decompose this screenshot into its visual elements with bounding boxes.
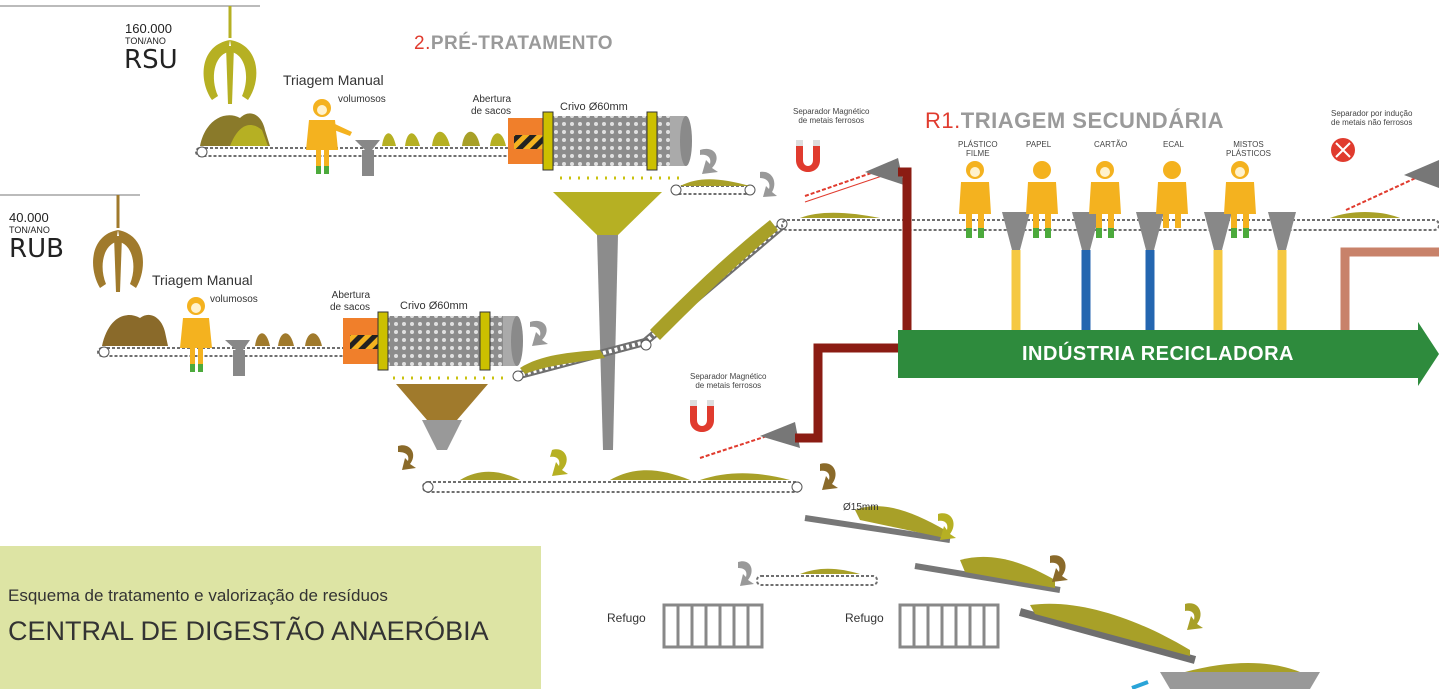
container-bottom-right — [1131, 663, 1320, 689]
info-title: CENTRAL DE DIGESTÃO ANAERÓBIA — [8, 616, 489, 646]
manual-sorting-rsu: Triagem Manual — [283, 72, 384, 88]
bag-opening-rub-l1: Abertura — [331, 290, 371, 301]
magnet-bottom-icon — [690, 400, 800, 459]
magnetic-bottom-l1: Separador Magnético — [690, 372, 767, 381]
bulky-rub: volumosos — [210, 294, 258, 305]
magnetic-bottom-l2: de metais ferrosos — [695, 381, 762, 390]
stream-4-l1: MISTOS — [1233, 140, 1264, 149]
pipe-ferrous-bottom — [795, 343, 898, 443]
funnel-rub — [396, 384, 488, 450]
rub-unit: TON/ANO — [9, 225, 50, 235]
screen-15mm-label: Ø15mm — [843, 502, 879, 513]
rsu-qty: 160.000 — [125, 21, 172, 36]
eddy-l2: de metais não ferrosos — [1331, 118, 1413, 127]
bag-opening-rub-l2: de sacos — [330, 302, 371, 313]
secondary-label: TRIAGEM SECUNDÁRIA — [960, 108, 1224, 133]
stream-0-l1: PLÁSTICO — [958, 140, 998, 149]
industry-arrow-head — [1418, 322, 1439, 386]
rsu-name: RSU — [124, 45, 178, 75]
conveyor-inclined — [512, 218, 788, 382]
pipe-nonferrous — [1340, 247, 1439, 332]
stream-1-l1: PAPEL — [1026, 140, 1052, 149]
industry-arrow: INDÚSTRIA RECICLADORA — [898, 330, 1418, 378]
secondary-number: R1. — [925, 108, 961, 133]
magnet-top-icon — [796, 140, 904, 203]
conveyor-rub — [97, 314, 361, 376]
worker-rub-icon — [180, 297, 212, 372]
rub-name: RUB — [9, 234, 64, 264]
bulky-rsu: volumosos — [338, 94, 386, 105]
drum-screen-rsu — [508, 111, 692, 180]
eddy-l1: Separador por indução — [1331, 109, 1413, 118]
info-subtitle: Esquema de tratamento e valorização de r… — [8, 586, 388, 605]
conveyor-oversize — [670, 148, 777, 197]
conveyor-rsu — [195, 113, 532, 176]
bag-opening-rsu-l1: Abertura — [472, 94, 512, 105]
reject-label-2: Refugo — [845, 611, 884, 625]
worker-rsu-icon — [306, 99, 352, 174]
sorting-funnels — [1002, 212, 1296, 250]
rsu-unit: TON/ANO — [125, 36, 166, 46]
stream-2-l1: CARTÃO — [1094, 140, 1128, 149]
info-box — [0, 546, 541, 689]
magnetic-top-l2: de metais ferrosos — [798, 116, 865, 125]
secondary-title: R1.TRIAGEM SECUNDÁRIA — [925, 108, 1224, 134]
pretreatment-title: 2.PRÉ-TRATAMENTO — [414, 33, 613, 55]
screen-rsu: Crivo Ø60mm — [560, 101, 628, 113]
sorting-pipes — [1011, 250, 1287, 332]
stream-0-l2: FILME — [966, 149, 990, 158]
eddy-separator-icon — [1331, 138, 1439, 211]
fine-screens — [804, 463, 1203, 664]
pipe-ferrous-top — [898, 167, 912, 332]
refuse-area — [662, 561, 1000, 649]
screen-rub: Crivo Ø60mm — [400, 300, 468, 312]
pretreatment-number: 2. — [414, 33, 431, 54]
stream-3-l1: ECAL — [1163, 140, 1184, 149]
claw-rub-icon — [93, 195, 143, 292]
drum-screen-rub — [343, 311, 548, 380]
stream-ecal: ECAL — [1163, 140, 1184, 149]
sorting-workers — [959, 161, 1256, 238]
bag-opening-rsu-l2: de sacos — [471, 106, 512, 117]
reject-label-1: Refugo — [607, 611, 646, 625]
conveyor-lower — [398, 445, 803, 493]
stream-papel: PAPEL — [1026, 140, 1051, 149]
pretreatment-label: PRÉ-TRATAMENTO — [430, 33, 614, 54]
funnel-rsu — [553, 192, 662, 450]
stream-cartao: CARTÃO — [1094, 140, 1127, 149]
manual-sorting-rub: Triagem Manual — [152, 272, 253, 288]
claw-rsu-icon — [203, 6, 257, 104]
rub-qty: 40.000 — [9, 210, 49, 225]
stream-4-l2: PLÁSTICOS — [1226, 149, 1271, 158]
magnetic-top-l1: Separador Magnético — [793, 107, 870, 116]
